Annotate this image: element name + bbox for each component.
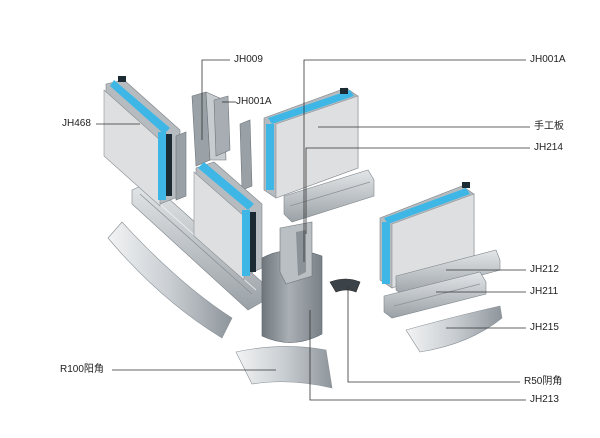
column-jh213 xyxy=(261,221,323,343)
profile-jh001a-left xyxy=(213,95,231,157)
leader-jh214 xyxy=(305,147,530,234)
label-jh214: JH214 xyxy=(534,142,563,153)
leader-jh213 xyxy=(309,310,526,401)
leader-lines xyxy=(96,59,530,401)
label-jh468: JH468 xyxy=(62,118,91,129)
r100-large-curve xyxy=(107,221,233,339)
profile-small-left xyxy=(175,131,187,201)
rail-jh214 xyxy=(283,169,375,223)
label-jh213: JH213 xyxy=(530,394,559,405)
cover-jh215 xyxy=(405,305,503,353)
r50-inner-corner xyxy=(329,278,361,293)
label-jh001a-right: JH001A xyxy=(530,54,566,65)
panel-hand-board xyxy=(263,87,359,199)
profile-mid-upright xyxy=(239,119,253,191)
label-jh215: JH215 xyxy=(530,322,559,333)
rail-jh211 xyxy=(383,271,487,319)
leader-jh001a-right xyxy=(303,59,526,262)
label-jh211: JH211 xyxy=(530,286,559,297)
label-jh212: JH212 xyxy=(530,264,559,275)
r100-curve-piece xyxy=(235,346,333,389)
panel-middle xyxy=(193,161,263,281)
leader-jh009 xyxy=(201,59,230,140)
label-hand-panel: 手工板 xyxy=(534,121,564,132)
label-jh001a-left: JH001A xyxy=(236,96,272,107)
label-jh009: JH009 xyxy=(234,54,263,65)
label-r100: R100阳角 xyxy=(60,364,104,375)
label-r50: R50阴角 xyxy=(524,376,563,387)
panel-jh468 xyxy=(103,76,181,207)
leader-r50 xyxy=(347,286,520,383)
